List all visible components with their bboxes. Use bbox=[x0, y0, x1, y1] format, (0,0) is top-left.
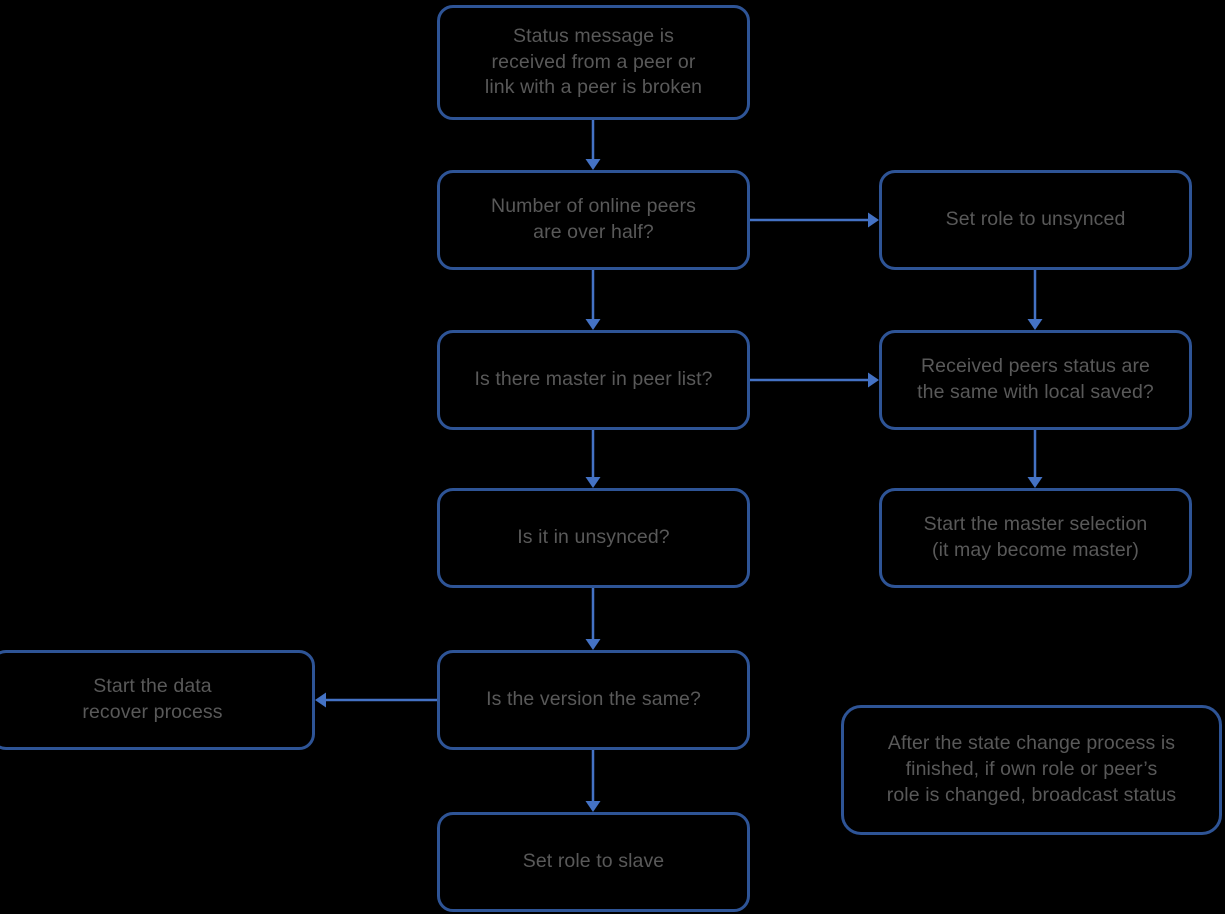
node-label: Start the master selection (it may becom… bbox=[923, 513, 1148, 561]
node-start-data-recover-process[interactable]: Start the data recover process bbox=[0, 650, 315, 750]
arrowhead-icon bbox=[315, 692, 326, 708]
edge-e-unsynced-to-received bbox=[1027, 270, 1043, 330]
arrowhead-icon bbox=[585, 159, 601, 170]
node-label: Received peers status are the same with … bbox=[917, 355, 1154, 403]
edge-e-peers-to-master-list bbox=[585, 270, 601, 330]
node-label: Set role to slave bbox=[522, 850, 665, 873]
edge-e-master-list-to-received bbox=[750, 372, 879, 388]
node-online-peers-over-half[interactable]: Number of online peers are over half? bbox=[437, 170, 750, 270]
arrowhead-icon bbox=[1027, 477, 1043, 488]
node-set-role-to-unsynced[interactable]: Set role to unsynced bbox=[879, 170, 1192, 270]
node-start-master-selection[interactable]: Start the master selection (it may becom… bbox=[879, 488, 1192, 588]
arrowhead-icon bbox=[1027, 319, 1043, 330]
arrowhead-icon bbox=[868, 372, 879, 388]
edge-e-version-to-recover bbox=[315, 692, 437, 708]
edge-e-unsynced-check-to-version bbox=[585, 588, 601, 650]
node-label: Is it in unsynced? bbox=[517, 526, 670, 549]
node-label: Set role to unsynced bbox=[945, 208, 1126, 231]
arrowhead-icon bbox=[585, 477, 601, 488]
node-label: Status message is received from a peer o… bbox=[484, 24, 703, 99]
node-is-it-in-unsynced[interactable]: Is it in unsynced? bbox=[437, 488, 750, 588]
arrowhead-icon bbox=[585, 801, 601, 812]
node-set-role-to-slave[interactable]: Set role to slave bbox=[437, 812, 750, 912]
node-label: Is there master in peer list? bbox=[474, 368, 713, 391]
node-broadcast-status-note[interactable]: After the state change process is finish… bbox=[841, 705, 1222, 835]
node-received-peers-status-same[interactable]: Received peers status are the same with … bbox=[879, 330, 1192, 430]
arrowhead-icon bbox=[585, 639, 601, 650]
node-label: Start the data recover process bbox=[82, 675, 223, 723]
edge-e-received-to-selection bbox=[1027, 430, 1043, 488]
node-label: Number of online peers are over half? bbox=[491, 195, 696, 243]
arrowhead-icon bbox=[585, 319, 601, 330]
arrowhead-icon bbox=[868, 212, 879, 228]
node-is-there-master-in-peer-list[interactable]: Is there master in peer list? bbox=[437, 330, 750, 430]
node-label: Is the version the same? bbox=[486, 688, 701, 711]
node-is-the-version-the-same[interactable]: Is the version the same? bbox=[437, 650, 750, 750]
edge-e-version-to-slave bbox=[585, 750, 601, 812]
edge-e-status-to-peers bbox=[585, 120, 601, 170]
node-status-message-received[interactable]: Status message is received from a peer o… bbox=[437, 5, 750, 120]
edge-e-peers-to-unsynced bbox=[750, 212, 879, 228]
node-label: After the state change process is finish… bbox=[886, 732, 1177, 806]
edge-e-master-list-to-unsynced-check bbox=[585, 430, 601, 488]
